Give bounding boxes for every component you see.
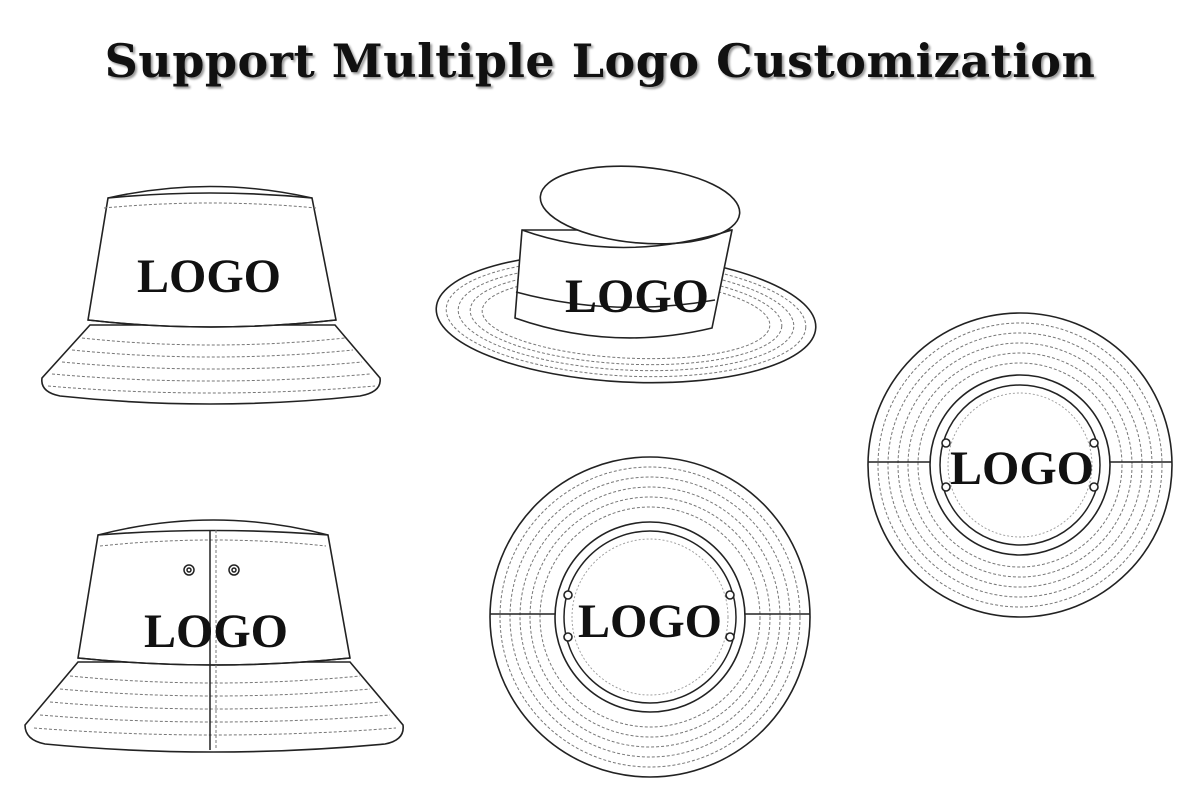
- logo-label-5: LOGO: [578, 595, 722, 648]
- bucket-hat-back: LOGO: [24, 519, 404, 753]
- page-title: Support Multiple Logo Customization: [104, 34, 1096, 88]
- logo-label-1: LOGO: [137, 250, 281, 303]
- logo-label-4: LOGO: [144, 605, 288, 658]
- wide-brim-hat: LOGO: [435, 165, 817, 384]
- logo-label-3: LOGO: [950, 442, 1094, 495]
- top-down-hat-large: LOGO: [489, 456, 811, 778]
- logo-label-2: LOGO: [565, 270, 709, 323]
- top-down-hat-small: LOGO: [867, 312, 1173, 618]
- bucket-hat-front: LOGO: [41, 185, 381, 405]
